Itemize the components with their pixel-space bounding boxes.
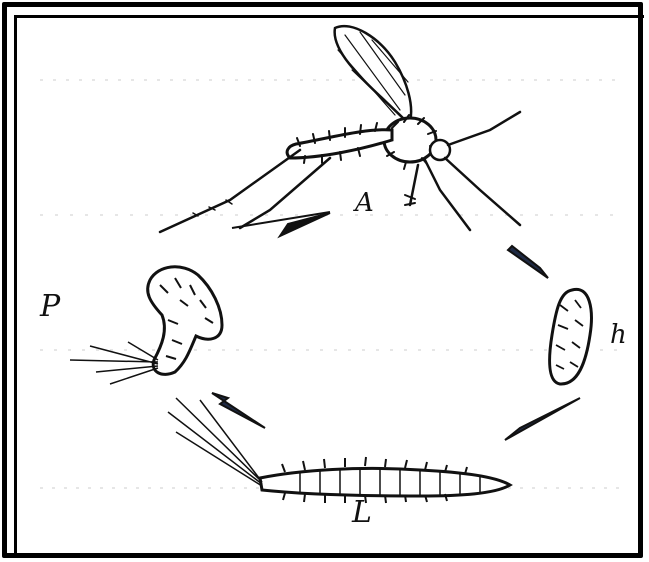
arrow-adult-to-egg-icon [508, 246, 548, 278]
pupa-icon [70, 267, 222, 384]
adult-label: A [355, 190, 374, 216]
arrow-larva-to-pupa-icon [212, 393, 265, 428]
egg-icon [550, 289, 592, 384]
adult-fly-icon [160, 26, 520, 232]
egg-label: h [610, 322, 627, 348]
larva-icon [168, 398, 510, 503]
arrow-egg-to-larva-icon [505, 398, 580, 440]
pupa-label: P [40, 292, 60, 322]
larva-label: L [352, 498, 372, 528]
